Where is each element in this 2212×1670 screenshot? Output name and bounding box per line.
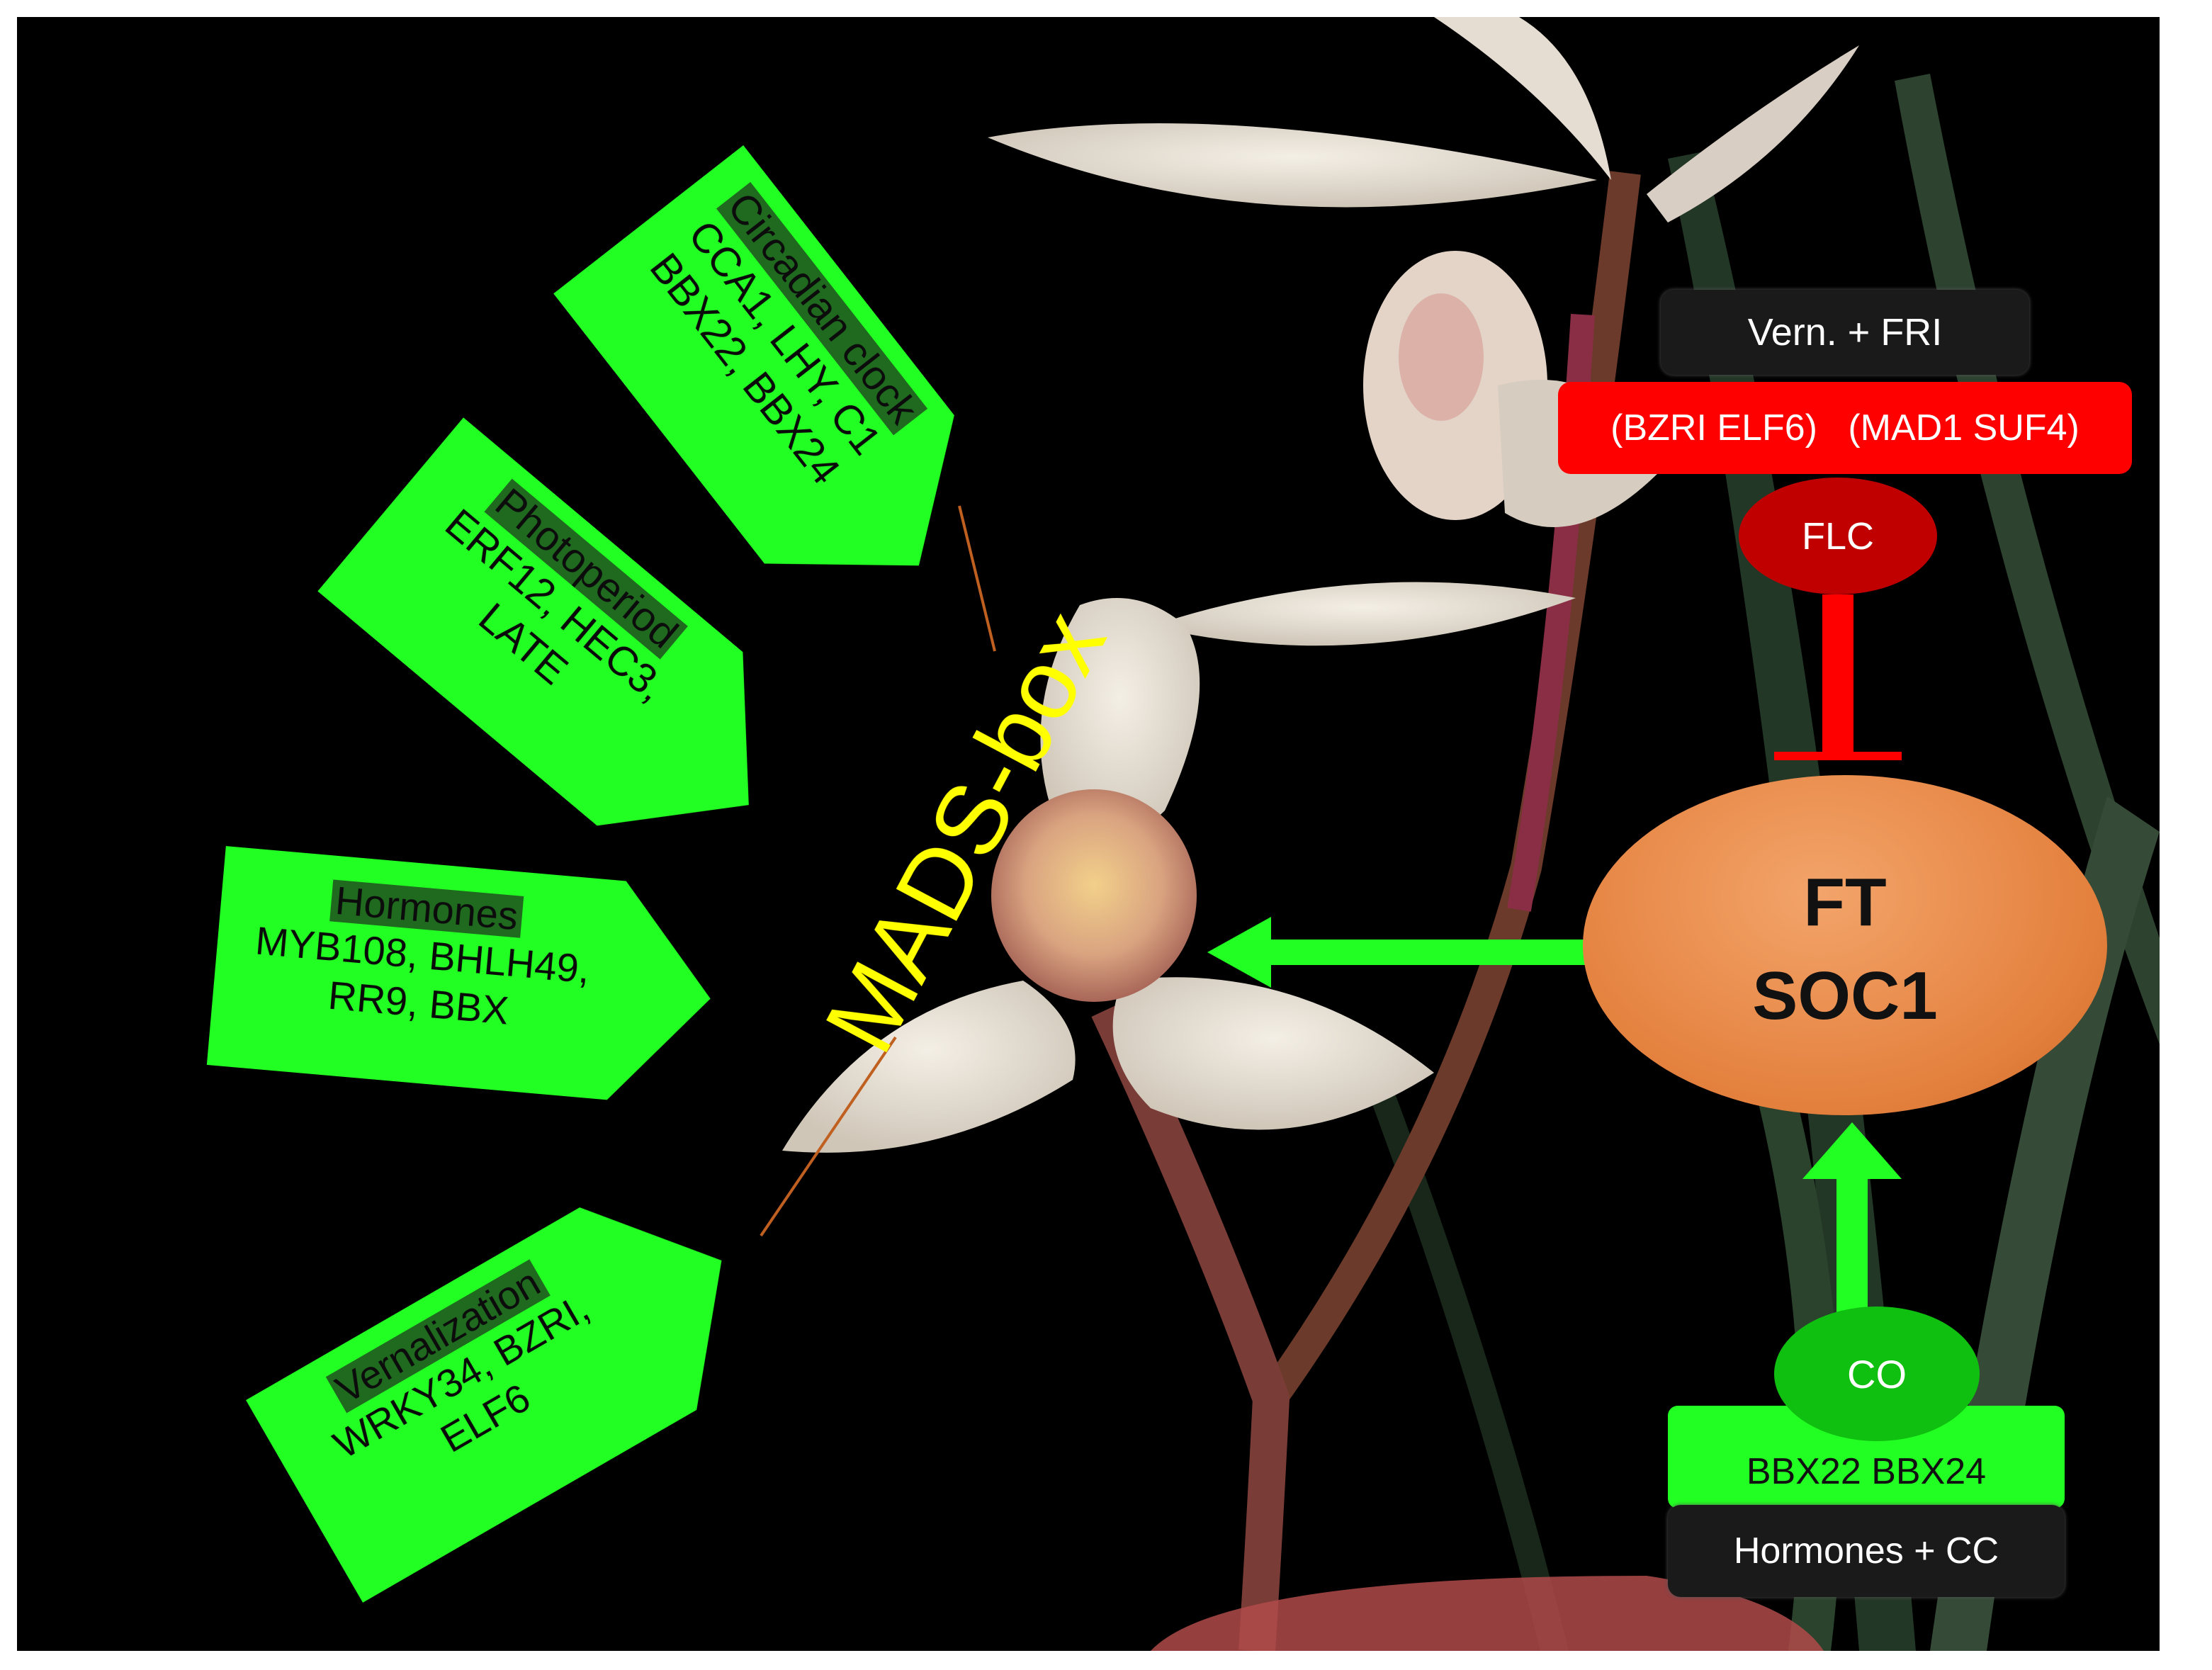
main-flower — [782, 598, 1434, 1153]
hormones-cc-bar: Hormones + CC — [1668, 1505, 2065, 1597]
vern-fri-label: Vern. + FRI — [1747, 311, 1943, 354]
inhibition-t-bar — [1774, 594, 1902, 760]
flc-label: FLC — [1801, 514, 1874, 558]
activation-arrow-to-flower — [1207, 917, 1604, 988]
upper-flower — [988, 17, 1859, 646]
co-node: CO — [1774, 1307, 1980, 1441]
repressor-complexes-bar: (BZRI ELF6) (MAD1 SUF4) — [1558, 382, 2132, 474]
vern-fri-bar: Vern. + FRI — [1661, 290, 2029, 375]
repressor-complexes-label: (BZRI ELF6) (MAD1 SUF4) — [1610, 407, 2080, 448]
activation-arrow-to-ft — [1802, 1122, 1902, 1328]
co-label: CO — [1847, 1351, 1907, 1397]
flc-node: FLC — [1739, 478, 1937, 594]
connector-line-bottom — [760, 1036, 897, 1237]
soc1-label: SOC1 — [1752, 958, 1938, 1034]
connector-line-top — [958, 505, 996, 652]
hormones-cc-label: Hormones + CC — [1733, 1530, 1999, 1572]
diagram-canvas: Circadian clock CCA1, LHY, C1 BBX22, BBX… — [17, 17, 2160, 1651]
bbx-label: BBX22 BBX24 — [1746, 1450, 1987, 1492]
ft-label: FT — [1803, 864, 1887, 940]
pot-rim — [1151, 1576, 1824, 1651]
ft-soc1-node: FT SOC1 — [1583, 775, 2107, 1115]
